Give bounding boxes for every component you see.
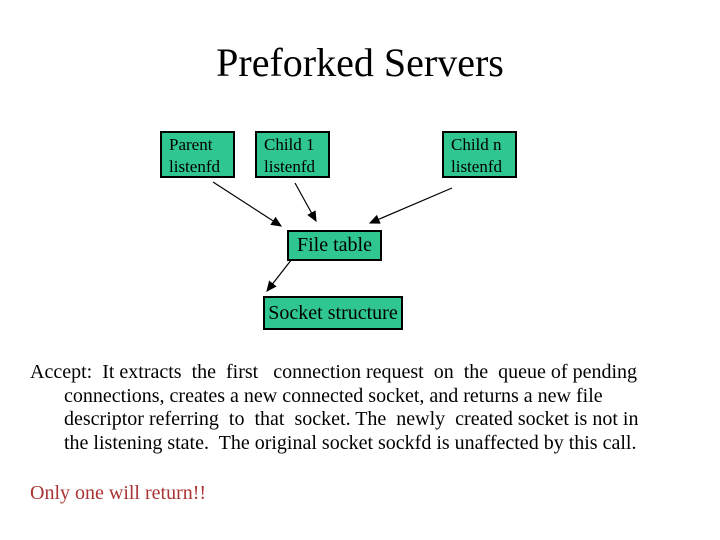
slide-title: Preforked Servers xyxy=(216,40,504,85)
box-socket-structure: Socket structure xyxy=(263,296,403,330)
arrow-filetable-to-socket xyxy=(266,258,293,292)
box-childn-listenfd: Child n listenfd xyxy=(442,131,517,178)
accept-description-text: Accept: It extracts the first connection… xyxy=(30,361,639,454)
arrow-childn-to-filetable xyxy=(368,187,453,224)
box-file-table: File table xyxy=(287,230,382,261)
box-child1-listenfd: Child 1 listenfd xyxy=(255,131,330,178)
arrow-parent-to-filetable xyxy=(212,181,283,227)
box-parent-listenfd: Parent listenfd xyxy=(160,131,235,178)
only-one-will-return-text: Only one will return!! xyxy=(30,482,207,504)
arrow-child1-to-filetable xyxy=(294,182,317,223)
